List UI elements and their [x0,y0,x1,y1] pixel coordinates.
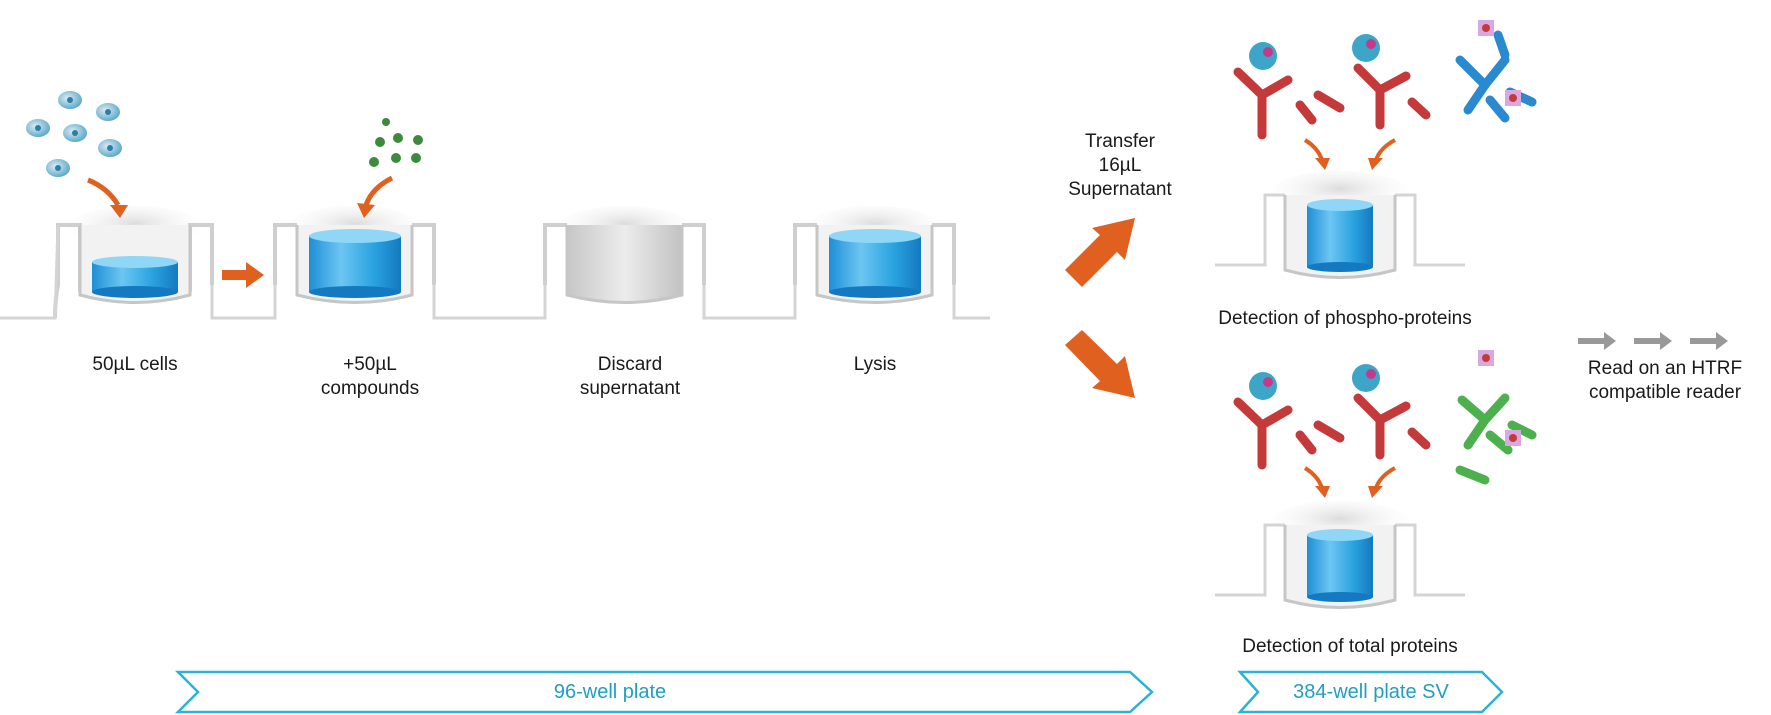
reagent-arrows-total [1303,466,1396,498]
antibody-red-icon [1353,393,1431,460]
step-label-lysis: Lysis [853,354,897,375]
well-discard [543,206,706,304]
detection-phospho-label: Detection of phospho-proteins [1218,308,1472,329]
plate-label-96: 96-well plate [553,681,667,703]
well-lysis [793,206,956,304]
plate-banner-384 [1237,670,1504,714]
reagent-arrows-phospho [1303,138,1396,170]
phospho-protein-icon [1249,364,1380,400]
plate-baseline [0,224,990,320]
cells-icon [26,91,122,177]
step-label-cells: 50µL cells [92,354,178,375]
well-total [1215,501,1465,609]
antibody-red-icon [1233,397,1345,470]
step-label-compounds: +50µL compounds [320,354,420,399]
acceptor-icon [1478,20,1521,106]
compounds-icon [369,118,423,167]
read-label: Read on an HTRF compatible reader [1587,358,1743,403]
plate-label-384: 384-well plate SV [1293,681,1449,703]
antibody-red-icon [1233,67,1345,140]
phospho-protein-icon [1249,34,1380,70]
step-arrow [222,262,264,288]
read-arrows [1578,332,1728,350]
well-compounds [273,206,436,304]
antibody-green-icon [1455,393,1537,485]
transfer-arrow-down [1065,330,1135,398]
drop-arrow-compounds [357,175,394,218]
antibody-blue-icon [1455,30,1537,123]
step-label-discard: Discard supernatant [579,354,681,399]
well-phospho [1215,171,1465,279]
transfer-label: Transfer 16µL Supernatant [1068,131,1172,200]
drop-arrow-cells [87,177,128,218]
detection-total-label: Detection of total proteins [1242,636,1458,657]
well-cells [53,206,214,319]
transfer-arrow-up [1065,218,1135,287]
plate-banner-96 [174,670,1154,714]
antibody-red-icon [1353,63,1431,130]
acceptor-icon [1478,350,1521,446]
